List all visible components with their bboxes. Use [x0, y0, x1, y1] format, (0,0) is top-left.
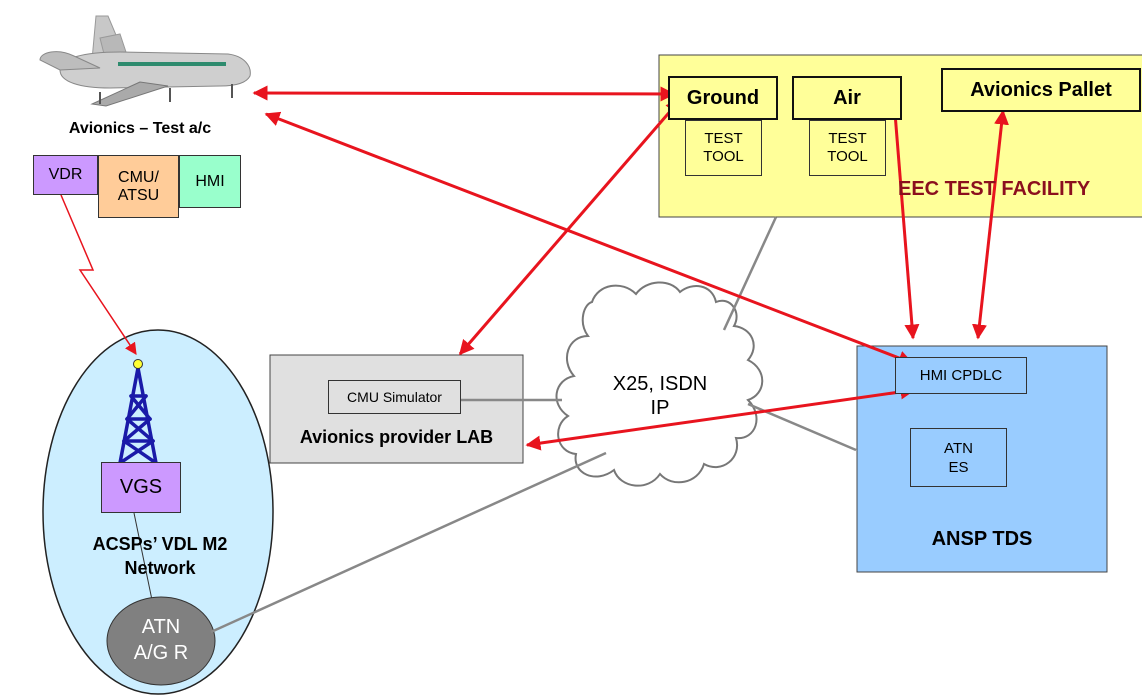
- atn-router-node: [106, 596, 216, 686]
- aircraft-title: Avionics – Test a/c: [68, 120, 212, 137]
- hmi-cpdlc-box: HMI CPDLC: [895, 357, 1027, 394]
- vgs-label: VGS: [119, 476, 163, 498]
- aircraft-icon: [39, 15, 251, 107]
- vdr-label: VDR: [48, 166, 83, 183]
- vdl-radio-link: [60, 194, 137, 355]
- vdr-box: VDR: [33, 155, 98, 195]
- ground-box: Ground: [668, 76, 778, 120]
- ground-test-tool-box: TEST TOOL: [685, 120, 762, 176]
- ansp-title: ANSP TDS: [931, 528, 1033, 550]
- air-label: Air: [833, 86, 861, 109]
- atn-es-box: ATN ES: [910, 428, 1007, 487]
- hmi-box: HMI: [179, 155, 241, 208]
- router-label: ATN A/G R: [133, 616, 189, 664]
- avionics-pallet-box: Avionics Pallet: [941, 68, 1141, 112]
- vgs-box: VGS: [101, 462, 181, 513]
- air-box: Air: [792, 76, 902, 120]
- hmi-label: HMI: [195, 172, 225, 190]
- antenna-tip-icon: [133, 359, 143, 369]
- red-links: [252, 85, 1009, 451]
- eec-facility-title: EEC TEST FACILITY: [898, 178, 1091, 200]
- air-test-tool-label: TEST TOOL: [827, 130, 868, 165]
- atn-es-label: ATN ES: [944, 439, 973, 476]
- vgs-router-connector: [133, 512, 153, 601]
- air-test-tool-box: TEST TOOL: [809, 120, 886, 176]
- cmu-simulator-label: CMU Simulator: [347, 389, 442, 405]
- cloud-label: X25, ISDN IP: [612, 373, 708, 419]
- avionics-pallet-label: Avionics Pallet: [970, 78, 1112, 101]
- cmu-atsu-label: CMU/ ATSU: [117, 168, 160, 204]
- radio-tower-icon: [118, 366, 158, 465]
- network-title: ACSPs’ VDL M2 Network: [92, 534, 228, 578]
- cmu-simulator-box: CMU Simulator: [328, 380, 461, 414]
- ground-test-tool-label: TEST TOOL: [703, 130, 744, 165]
- ground-label: Ground: [686, 86, 760, 109]
- lab-title: Avionics provider LAB: [299, 427, 494, 447]
- hmi-cpdlc-label: HMI CPDLC: [919, 367, 1003, 384]
- cmu-atsu-box: CMU/ ATSU: [98, 155, 179, 218]
